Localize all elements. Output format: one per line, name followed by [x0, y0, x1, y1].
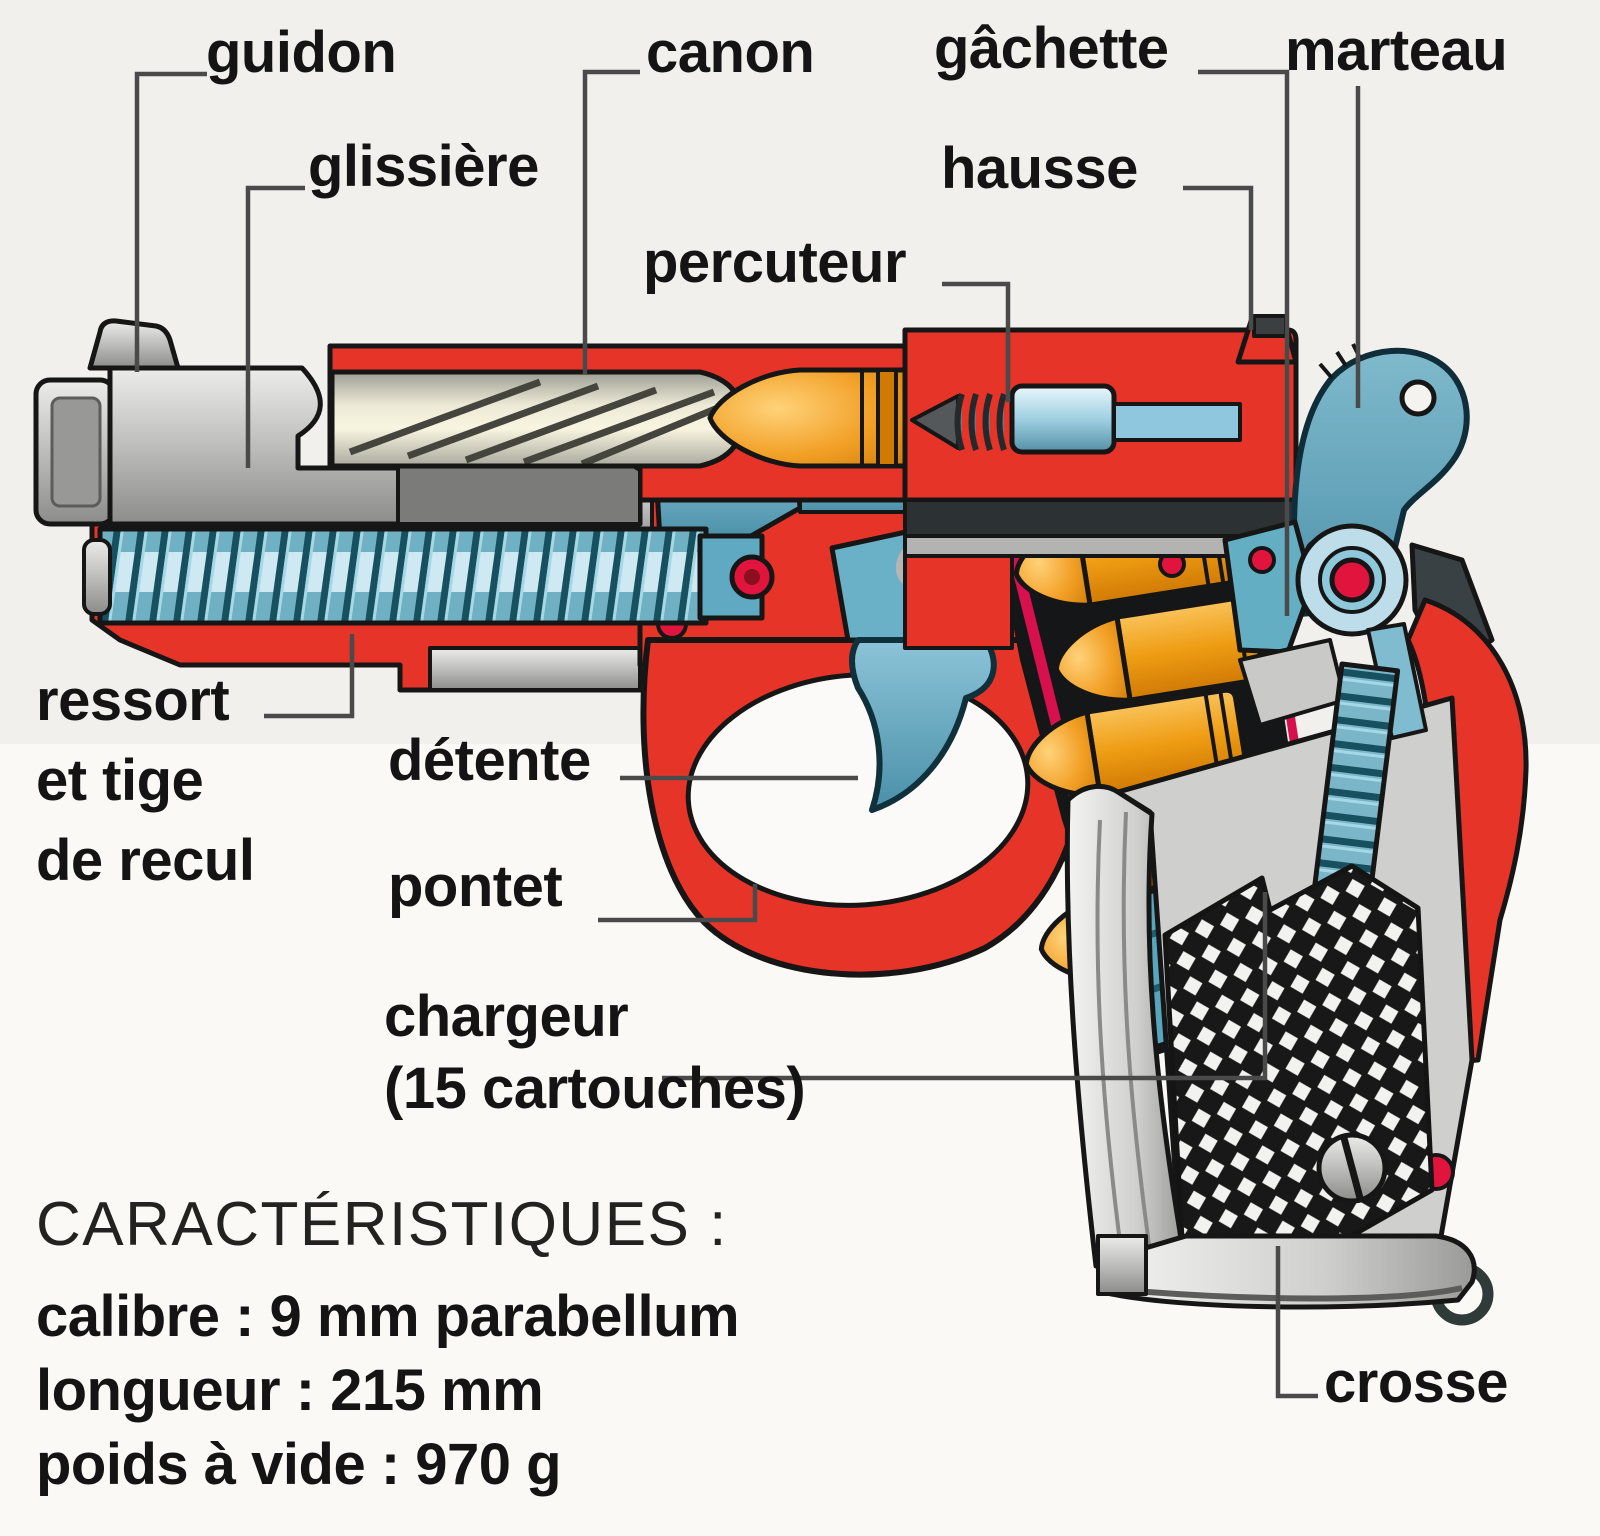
- label-canon: canon: [646, 20, 815, 85]
- leader-glissiere: [245, 185, 305, 468]
- label-ressort-line2: et tige: [36, 748, 204, 813]
- grip-base: [1095, 1233, 1477, 1310]
- label-hausse: hausse: [941, 136, 1138, 201]
- label-guidon: guidon: [206, 20, 397, 85]
- pistol: [33, 314, 1529, 1326]
- barrel: [329, 369, 745, 469]
- leader-guidon: [134, 71, 207, 372]
- leader-chargeur: [662, 892, 1268, 1081]
- leader-pontet: [598, 884, 758, 923]
- leader-gachette: [1198, 69, 1290, 616]
- spec-longueur: longueur : 215 mm: [36, 1358, 544, 1423]
- recoil-spring-and-guide-rod: [82, 526, 775, 626]
- grip-heel: [1096, 1234, 1148, 1296]
- front-sight: [87, 318, 181, 371]
- characteristics-heading: CARACTÉRISTIQUES :: [36, 1190, 728, 1259]
- leader-crosse: [1275, 1246, 1318, 1399]
- leader-lines: [134, 69, 1361, 1399]
- label-detente: détente: [388, 728, 591, 793]
- spec-calibre: calibre : 9 mm parabellum: [36, 1284, 740, 1349]
- label-glissiere: glissière: [308, 134, 539, 199]
- trigger: [849, 637, 997, 813]
- hammer-hole: [1399, 379, 1437, 417]
- leader-ressort: [264, 634, 355, 719]
- leader-hausse: [1183, 185, 1254, 330]
- grip: [1064, 622, 1494, 1326]
- label-percuteur: percuteur: [643, 230, 907, 295]
- label-ressort-line3: de recul: [36, 828, 255, 893]
- label-gachette: gâchette: [934, 16, 1169, 81]
- sear: [1222, 519, 1315, 655]
- label-chargeur-line2: (15 cartouches): [384, 1056, 806, 1121]
- chambered-cartridge: [707, 367, 908, 469]
- label-crosse: crosse: [1324, 1350, 1509, 1415]
- label-ressort-line1: ressort: [36, 668, 230, 733]
- grip-panel-checkered: [1162, 863, 1435, 1241]
- label-pontet: pontet: [388, 854, 563, 919]
- spec-poids: poids à vide : 970 g: [36, 1432, 562, 1497]
- label-marteau: marteau: [1285, 18, 1508, 83]
- leader-canon: [582, 69, 640, 374]
- label-chargeur-line1: chargeur: [384, 984, 629, 1049]
- firing-pin: [910, 383, 1242, 455]
- leader-percuteur: [942, 281, 1011, 402]
